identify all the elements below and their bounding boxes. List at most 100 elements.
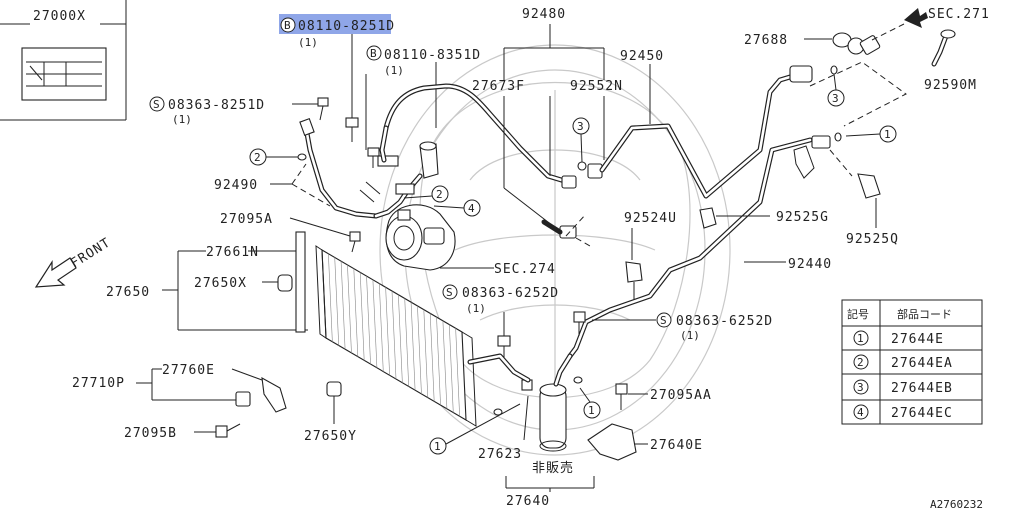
part-27673f[interactable]: 27673F [472,79,525,94]
mount-icon [326,381,342,424]
sec-271[interactable]: SEC.271 [928,7,990,22]
condenser-fin [378,283,384,372]
seal-strip [295,231,306,333]
part-27623[interactable]: 27623 [478,447,522,462]
hose-92490[interactable] [299,118,379,219]
sec-274[interactable]: SEC.274 [494,262,556,277]
condenser-fin [334,257,340,346]
condenser-fin [448,324,454,413]
front-label: FRONT [68,235,113,271]
condenser-27650[interactable] [315,245,477,427]
condenser-fin [366,276,371,365]
part-27760e[interactable]: 27760E [162,363,215,378]
legend-header-code: 部品コード [897,307,952,321]
callout-4: 4 [463,199,481,217]
part-27095a[interactable]: 27095A [220,212,273,227]
svg-text:B: B [284,19,291,32]
bracket-icon [235,376,287,413]
svg-text:S: S [153,98,160,111]
clip-icon [625,261,643,283]
bolt-icon [345,117,359,142]
svg-text:1: 1 [884,128,891,141]
flange-icon [832,32,881,55]
part-27688[interactable]: 27688 [744,33,788,48]
svg-text:3: 3 [577,120,584,133]
part-27661n[interactable]: 27661N [206,245,259,260]
bolt-icon [573,311,586,336]
hose-clamp [395,183,415,195]
part-92480[interactable]: 92480 [522,7,566,22]
part-92525g[interactable]: 92525G [776,210,829,225]
svg-text:S: S [446,286,453,299]
part-27640[interactable]: 27640 [506,494,550,509]
part-92440[interactable]: 92440 [788,257,832,272]
sec-271-arrow [904,8,928,28]
svg-text:3: 3 [857,381,864,394]
legend-header-mark: 記号 [847,307,869,321]
highlight-box [279,14,391,34]
svg-text:4: 4 [468,202,475,215]
part-27095b[interactable]: 27095B [124,426,177,441]
receiver-drier-27640[interactable] [539,383,567,452]
part-27640e[interactable]: 27640E [650,438,703,453]
callout-1: 1 [583,401,601,419]
svg-text:1: 1 [434,440,441,453]
condenser-fin [436,317,441,406]
fastener-b-08110-8351d[interactable]: B 08110-8351D (1) [366,45,481,77]
fastener-s-08363-6252d[interactable]: S 08363-6252D (1) [656,312,773,342]
pipe-27673f[interactable] [379,83,571,185]
condenser-fin [455,328,460,417]
part-27000x[interactable]: 27000X [33,9,86,24]
front-arrow: FRONT [34,235,114,288]
callout-2: 2 [249,148,267,166]
legend-code-3: 27644EB [891,381,953,396]
fastener-s-08363-8251d[interactable]: S 08363-8251D (1) [149,96,265,126]
pipe-92440[interactable] [567,137,813,359]
compressor[interactable] [385,204,456,271]
condenser-fin [347,264,352,353]
bolt-icon [349,231,361,253]
bolt-icon [317,97,329,121]
condenser-fin [398,294,403,383]
fastener-b-08110-8251d[interactable]: B 08110-8251D (1) [279,14,395,49]
hose-92590m[interactable] [931,29,956,67]
callout-3: 3 [572,117,590,135]
part-27650x[interactable]: 27650X [194,276,247,291]
not-for-sale: 非販売 [532,460,574,476]
part-27095aa[interactable]: 27095AA [650,388,712,403]
part-92450[interactable]: 92450 [620,49,664,64]
clip-icon [699,207,717,229]
pipe-fitting [811,135,831,149]
receiver-tank [419,141,439,179]
fastener-s-08363-6252d[interactable]: S 08363-6252D (1) [442,284,559,315]
svg-text:1: 1 [857,332,864,345]
condenser-fin [410,302,416,391]
pipe-92450[interactable] [599,71,803,199]
part-92525q[interactable]: 92525Q [846,232,899,247]
svg-text:B: B [370,47,377,60]
svg-text:(1): (1) [680,329,700,342]
svg-text:(1): (1) [172,113,192,126]
part-92552n[interactable]: 92552N [570,79,623,94]
callout-1: 1 [879,125,897,143]
condenser-fin [385,287,390,376]
label-block-27000x: 27000X [0,0,127,121]
hose-clamp [377,155,399,167]
pipe-fitting [541,219,577,239]
legend-code-4: 27644EC [891,406,953,421]
bolt-icon [615,383,628,410]
part-27710p[interactable]: 27710P [72,376,125,391]
svg-text:(1): (1) [466,302,486,315]
part-92490[interactable]: 92490 [214,178,258,193]
bracket-icon [587,423,637,461]
part-92590m[interactable]: 92590M [924,78,977,93]
svg-text:08363-6252D: 08363-6252D [676,314,773,329]
rubber-mount-icon [277,274,293,292]
svg-text:08110-8351D: 08110-8351D [384,48,481,63]
svg-text:08363-8251D: 08363-8251D [168,98,265,113]
clip-icon [857,173,881,199]
part-27650y[interactable]: 27650Y [304,429,357,444]
part-27650[interactable]: 27650 [106,285,150,300]
part-92524u[interactable]: 92524U [624,211,677,226]
condenser-fin [429,313,435,402]
